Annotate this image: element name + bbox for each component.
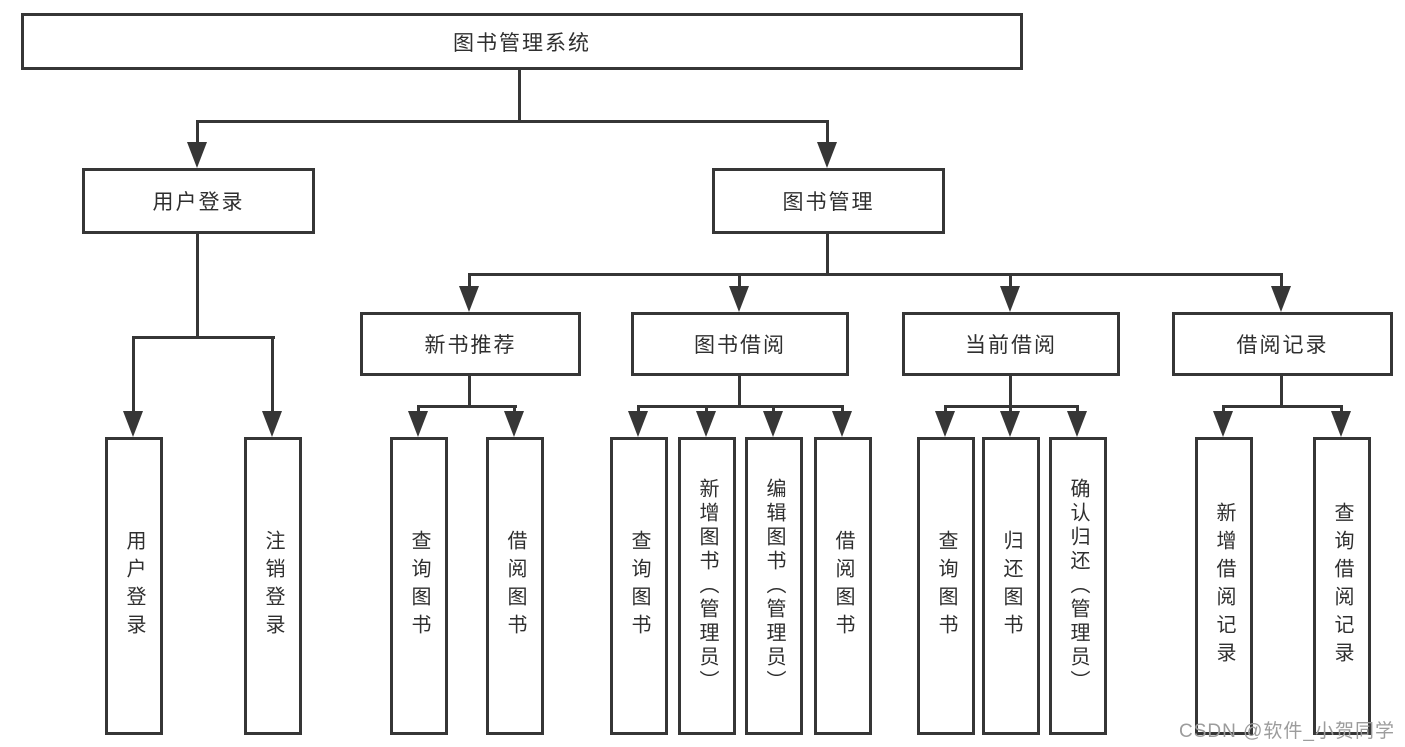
- edge-borrow-records-rail: [1222, 405, 1343, 408]
- edge-leaf-user-login-drop: [132, 336, 135, 416]
- csdn-watermark: CSDN @软件_小贺同学: [1179, 721, 1395, 742]
- node-book-management: 图书管理: [712, 168, 945, 234]
- leaf-query-books-2: 查询图书: [610, 437, 668, 735]
- leaf-query-books-1-label: 查询图书: [408, 530, 430, 642]
- arrow-down-book-management: [817, 142, 837, 168]
- leaf-logout: 注销登录: [244, 437, 302, 735]
- edge-user-login-rail: [132, 336, 275, 339]
- leaf-query-books-3-label: 查询图书: [935, 530, 957, 642]
- edge-level2-rail: [196, 120, 829, 123]
- leaf-borrow-books-2: 借阅图书: [814, 437, 872, 735]
- edge-leaf-return-drop: [1009, 405, 1012, 415]
- leaf-borrow-books-2-label: 借阅图书: [832, 530, 854, 642]
- leaf-user-login-label: 用户登录: [123, 530, 145, 642]
- arrow-down-book-borrow: [729, 286, 749, 312]
- edge-leaf-query2-drop: [637, 405, 640, 415]
- edge-level3-rail: [468, 273, 1283, 276]
- edge-borrow-records-stem: [1280, 375, 1283, 408]
- node-new-book-recommend: 新书推荐: [360, 312, 581, 376]
- arrow-down-leaf-borrow2: [832, 411, 852, 437]
- leaf-add-borrow-record-label: 新增借阅记录: [1213, 502, 1235, 670]
- node-user-login: 用户登录: [82, 168, 315, 234]
- edge-leaf-add-books-drop: [705, 405, 708, 415]
- arrow-down-leaf-borrow1: [504, 411, 524, 437]
- edge-leaf-borrow2-drop: [841, 405, 844, 415]
- arrow-down-leaf-query2: [628, 411, 648, 437]
- arrow-down-leaf-user-login: [123, 411, 143, 437]
- leaf-add-books-admin-label: 新增图书（管理员）: [696, 478, 718, 694]
- edge-new-book-stem: [468, 375, 471, 408]
- arrow-down-leaf-confirm-return: [1067, 411, 1087, 437]
- edge-leaf-query1-drop: [417, 405, 420, 415]
- edge-user-login-stem: [196, 233, 199, 339]
- leaf-query-books-2-label: 查询图书: [628, 530, 650, 642]
- leaf-return-books: 归还图书: [982, 437, 1040, 735]
- edge-book-borrow-rail: [637, 405, 844, 408]
- edge-book-management-stem: [826, 233, 829, 276]
- leaf-user-login: 用户登录: [105, 437, 163, 735]
- edge-user-login-drop: [196, 120, 199, 148]
- edge-current-borrow-drop: [1009, 273, 1012, 291]
- edge-leaf-query-record-drop: [1340, 405, 1343, 415]
- leaf-add-books-admin: 新增图书（管理员）: [678, 437, 736, 735]
- edge-leaf-query3-drop: [944, 405, 947, 415]
- arrow-down-leaf-return: [1000, 411, 1020, 437]
- leaf-confirm-return-admin: 确认归还（管理员）: [1049, 437, 1107, 735]
- arrow-down-leaf-logout: [262, 411, 282, 437]
- edge-book-management-drop: [826, 120, 829, 148]
- arrow-down-user-login: [187, 142, 207, 168]
- leaf-borrow-books-1: 借阅图书: [486, 437, 544, 735]
- arrow-down-leaf-add-record: [1213, 411, 1233, 437]
- edge-new-book-rail: [417, 405, 517, 408]
- arrow-down-leaf-query1: [408, 411, 428, 437]
- arrow-down-leaf-edit-books: [763, 411, 783, 437]
- arrow-down-leaf-add-books: [696, 411, 716, 437]
- edge-leaf-logout-drop: [271, 336, 274, 416]
- leaf-query-books-1: 查询图书: [390, 437, 448, 735]
- edge-book-borrow-stem: [738, 375, 741, 408]
- leaf-query-borrow-record: 查询借阅记录: [1313, 437, 1371, 735]
- node-book-management-system: 图书管理系统: [21, 13, 1023, 70]
- node-current-borrow: 当前借阅: [902, 312, 1120, 376]
- leaf-confirm-return-admin-label: 确认归还（管理员）: [1067, 478, 1089, 694]
- leaf-add-borrow-record: 新增借阅记录: [1195, 437, 1253, 735]
- leaf-return-books-label: 归还图书: [1000, 530, 1022, 642]
- leaf-edit-books-admin: 编辑图书（管理员）: [745, 437, 803, 735]
- leaf-query-books-3: 查询图书: [917, 437, 975, 735]
- edge-leaf-edit-books-drop: [772, 405, 775, 415]
- leaf-query-borrow-record-label: 查询借阅记录: [1331, 502, 1353, 670]
- arrow-down-leaf-query-record: [1331, 411, 1351, 437]
- edge-leaf-confirm-return-drop: [1076, 405, 1079, 415]
- leaf-borrow-books-1-label: 借阅图书: [504, 530, 526, 642]
- edge-new-book-drop: [468, 273, 471, 291]
- arrow-down-leaf-query3: [935, 411, 955, 437]
- edge-current-borrow-stem: [1009, 375, 1012, 408]
- node-borrow-records: 借阅记录: [1172, 312, 1393, 376]
- arrow-down-borrow-records: [1271, 286, 1291, 312]
- edge-borrow-records-drop: [1280, 273, 1283, 291]
- edge-leaf-borrow1-drop: [513, 405, 516, 415]
- node-book-borrow: 图书借阅: [631, 312, 849, 376]
- edge-leaf-add-record-drop: [1222, 405, 1225, 415]
- arrow-down-new-book: [459, 286, 479, 312]
- leaf-edit-books-admin-label: 编辑图书（管理员）: [763, 478, 785, 694]
- edge-root-stem: [518, 69, 521, 121]
- arrow-down-current-borrow: [1000, 286, 1020, 312]
- leaf-logout-label: 注销登录: [262, 530, 284, 642]
- edge-book-borrow-drop: [738, 273, 741, 291]
